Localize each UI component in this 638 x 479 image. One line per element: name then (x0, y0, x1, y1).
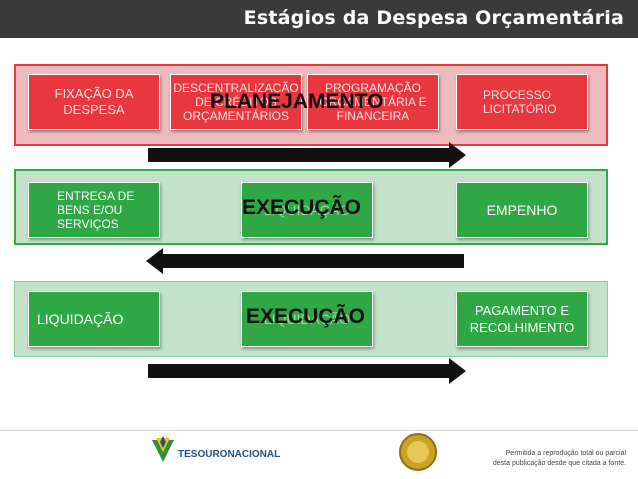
liquidacao-box: LIQUIDAÇÃO (28, 291, 160, 347)
notice-line-2: desta publicação desde que citada a font… (492, 460, 626, 467)
tesouro-logo-icon (152, 436, 174, 462)
header-bar: Estágios da Despesa Orçamentária (0, 0, 638, 38)
descentralizacao-box: DESCENTRALIZAÇÃO DE CRÉDITOS ORÇAMENTÁRI… (170, 74, 302, 130)
execucao-label-2: EXECUÇÃO (246, 305, 366, 328)
processo-licitatorio-box: PROCESSO LICITATÓRIO (456, 74, 588, 130)
liquidacao-box-hidden-1: LIQUIDAÇÃO (241, 182, 373, 238)
arrow-right-1 (148, 142, 466, 168)
page-title: Estágios da Despesa Orçamentária (243, 7, 624, 29)
notice-line-1: Permitida a reprodução total ou parcial (505, 450, 626, 457)
liquidacao-box-hidden-2: LIQUIDAÇÃO (241, 291, 373, 347)
planejamento-label: PLANEJAMENTO (210, 90, 384, 113)
programacao-box: PROGRAMAÇÃO ORÇAMENTÁRIA E FINANCEIRA (307, 74, 439, 130)
arrow-right-2 (148, 358, 466, 384)
arrow-left (146, 248, 464, 274)
seal-icon (399, 433, 437, 471)
footer-divider (0, 430, 638, 431)
empenho-box: EMPENHO (456, 182, 588, 238)
entrega-bens-box: ENTREGA DE BENS E/OU SERVIÇOS (28, 182, 160, 238)
pagamento-recolhimento-box: PAGAMENTO E RECOLHIMENTO (456, 291, 588, 347)
fixacao-despesa-box: FIXAÇÃO DA DESPESA (28, 74, 160, 130)
tesouro-logo-text: TESOURONACIONAL (178, 449, 281, 460)
execucao-label-1: EXECUÇÃO (242, 196, 362, 219)
copyright-notice: Permitida a reprodução total ou parcial … (493, 449, 626, 469)
